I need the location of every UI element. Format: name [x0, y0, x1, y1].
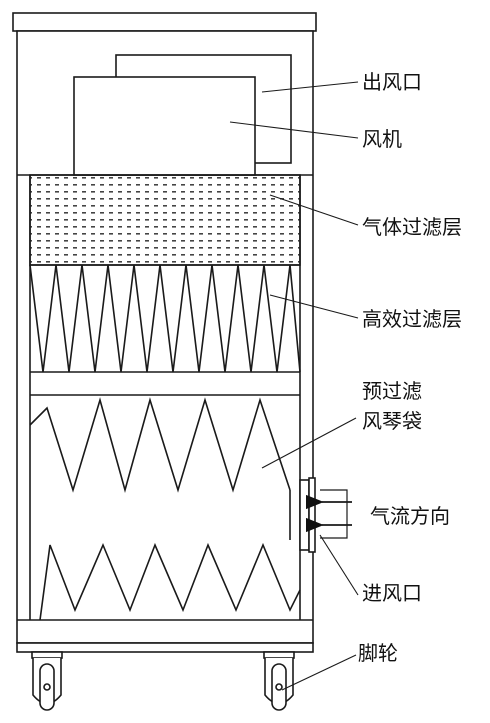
label-casters: 脚轮: [358, 641, 398, 665]
label-gas-filter: 气体过滤层: [362, 215, 462, 239]
label-prefilter-line2: 风琴袋: [362, 409, 422, 433]
caster-left: [31, 651, 63, 711]
caster-right: [263, 651, 295, 711]
prefilter-pleats-top: [29, 397, 291, 493]
label-outlet: 出风口: [362, 70, 422, 94]
top-cap: [12, 12, 317, 32]
fan-box: [73, 76, 256, 176]
base-plate: [16, 642, 314, 653]
label-fan: 风机: [362, 127, 402, 151]
label-hepa-filter: 高效过滤层: [362, 307, 462, 331]
inlet-flange: [308, 477, 316, 553]
hepa-pleats: [29, 264, 301, 373]
label-inlet: 进风口: [362, 581, 422, 605]
prefilter-pleats-bottom: [39, 542, 301, 621]
gas-filter-layer: [29, 174, 301, 266]
label-airflow-direction: 气流方向: [370, 504, 450, 528]
label-prefilter-line1: 预过滤: [362, 379, 422, 403]
inlet-port: [299, 479, 310, 551]
